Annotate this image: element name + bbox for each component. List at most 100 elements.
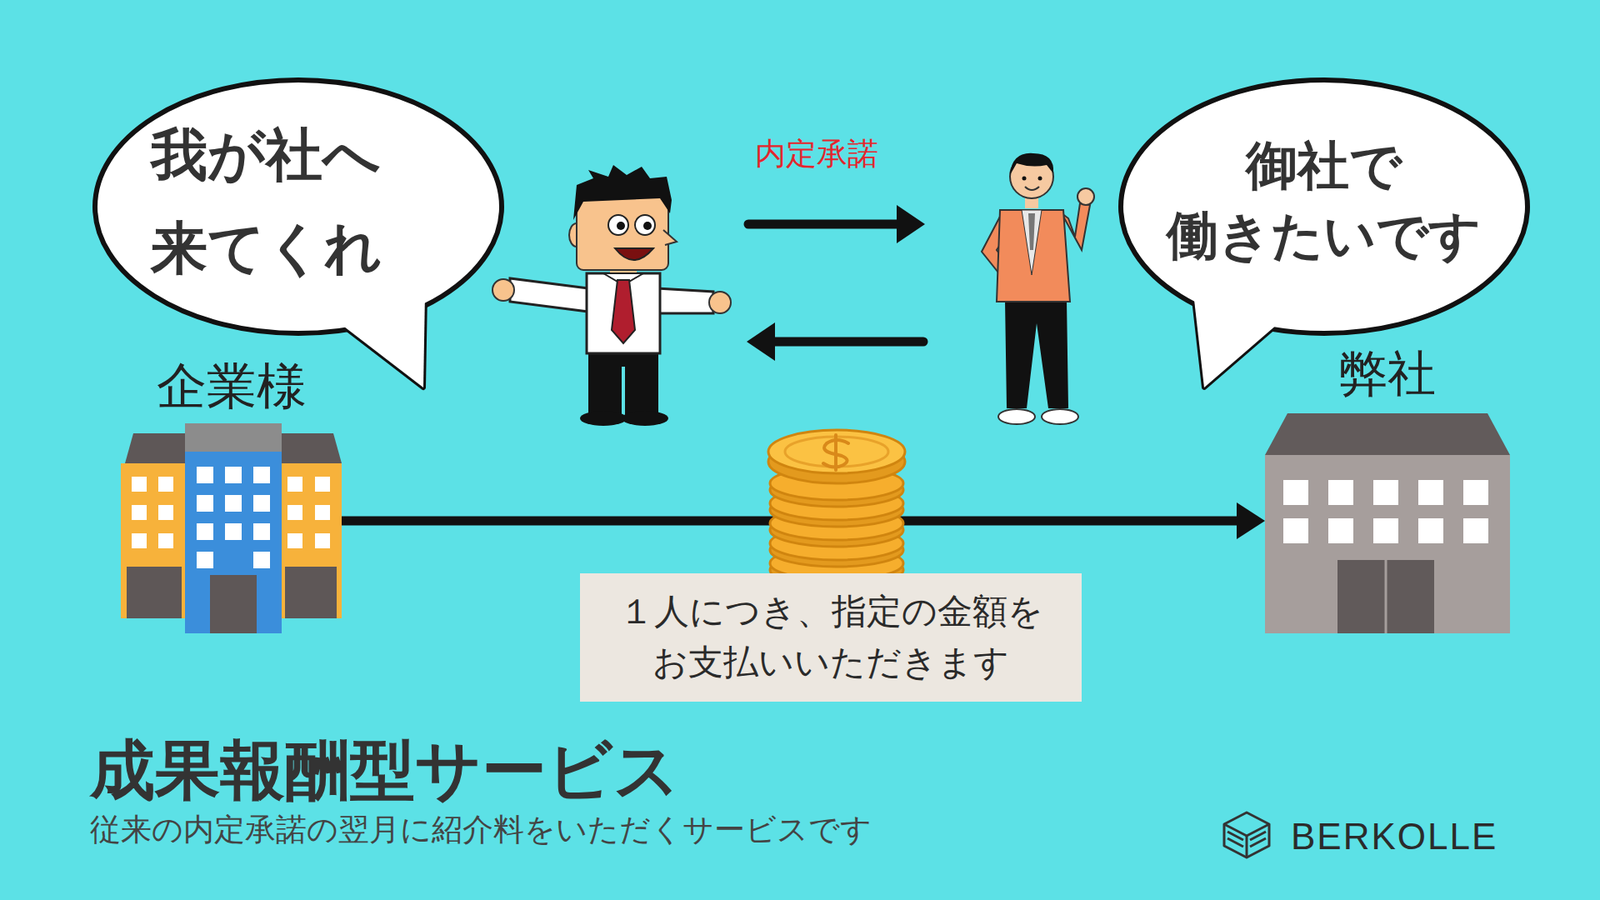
manager-figure-part xyxy=(576,196,669,270)
company-building-part xyxy=(225,495,242,512)
company-building-part xyxy=(253,466,270,484)
speech-bubble: 我が社へ 来てくれ xyxy=(91,76,505,337)
company-building-part xyxy=(196,466,214,484)
manager-figure-part xyxy=(492,279,515,301)
company-building-part xyxy=(125,433,188,464)
our-building-part xyxy=(1283,480,1309,505)
our-building-part xyxy=(1385,560,1388,634)
candidate-figure-part xyxy=(1038,176,1043,181)
manager-figure-part xyxy=(663,230,677,245)
diagram-caption: 従来の内定承諾の翌月に紹介料をいただくサービスです xyxy=(90,811,872,849)
our-building-part xyxy=(1337,560,1435,634)
company-building-part xyxy=(131,505,147,520)
company-building-part xyxy=(315,476,330,492)
manager-figure-part xyxy=(616,221,625,230)
manager-figure-part xyxy=(643,221,652,230)
company-building-part xyxy=(225,466,242,484)
company-building-part xyxy=(158,533,174,549)
heading-text: 弊社 xyxy=(1265,346,1510,403)
company-building-part xyxy=(287,505,303,520)
company-building-part xyxy=(279,433,342,464)
company-building-part xyxy=(185,423,282,452)
offer-arrows-part xyxy=(896,205,925,244)
bubble-body xyxy=(1120,80,1528,334)
bubble-outline xyxy=(91,76,505,337)
company-building-part xyxy=(185,451,282,634)
our-building-part xyxy=(1463,518,1489,544)
manager-figure-part xyxy=(635,215,655,235)
heading-text: 企業様 xyxy=(120,358,342,416)
our-building-part xyxy=(1328,518,1354,544)
manager-figure-part xyxy=(586,273,660,354)
manager-figure-part xyxy=(621,366,625,415)
candidate-figure xyxy=(981,153,1095,425)
manager-figure-part xyxy=(608,215,629,235)
company-building-part xyxy=(158,505,174,520)
box-text: １人につき、指定の金額を お支払いいただきます xyxy=(596,586,1065,689)
our-building-part xyxy=(1328,480,1354,505)
company-building-part xyxy=(158,476,174,492)
our-building-part xyxy=(1373,480,1399,505)
company-building-part xyxy=(120,463,188,619)
company-building-part xyxy=(285,566,337,619)
candidate-figure-part xyxy=(1077,188,1095,205)
candidate-figure-part xyxy=(1005,300,1069,409)
logo-icon-part xyxy=(1227,838,1244,847)
manager-figure-part xyxy=(573,165,672,220)
company-building-part xyxy=(315,505,330,520)
diagram-title: 成果報酬型サービス xyxy=(90,735,680,807)
info-box: １人につき、指定の金額を お支払いいただきます xyxy=(580,573,1082,702)
our-building-part xyxy=(1373,518,1399,544)
arrow-label: 内定承諾 xyxy=(755,135,879,173)
speech-bubble: 御社で 働きたいです xyxy=(1117,76,1531,337)
offer-arrows-part xyxy=(746,322,775,361)
company-building-part xyxy=(253,523,270,540)
company-building-part xyxy=(126,566,182,619)
bubble-body xyxy=(95,80,502,334)
candidate-figure-part xyxy=(1022,176,1027,181)
company-building-part xyxy=(225,523,242,540)
our-building xyxy=(1265,413,1510,634)
our-building-part xyxy=(1265,455,1510,634)
manager-figure-part xyxy=(580,410,627,426)
company-building-part xyxy=(196,495,214,512)
manager-figure xyxy=(492,165,731,426)
coin-stack-part xyxy=(834,435,838,470)
offer-arrows xyxy=(746,205,925,361)
company-building-part xyxy=(196,551,214,569)
manager-figure-part xyxy=(611,280,635,344)
manager-figure-part xyxy=(656,288,714,314)
manager-figure-part xyxy=(709,291,731,314)
manager-figure-part xyxy=(588,348,659,415)
bubble-tail-fill xyxy=(1192,285,1285,388)
logo-wordmark: BERKOLLE xyxy=(1290,815,1498,860)
company-building xyxy=(120,423,342,634)
company-node: 企業様 xyxy=(120,358,342,634)
company-building-part xyxy=(279,463,342,619)
candidate-figure-part xyxy=(1025,186,1040,190)
manager-figure-part xyxy=(615,248,654,260)
company-building-part xyxy=(131,533,147,549)
company-building-part xyxy=(210,575,257,634)
candidate-figure-part xyxy=(1028,213,1035,250)
company-building-part xyxy=(196,523,214,540)
our-building-part xyxy=(1418,480,1444,505)
bubble-text: 我が社へ 来てくれ xyxy=(150,108,401,295)
offer-arrows-part xyxy=(748,220,902,230)
candidate-figure-part xyxy=(996,210,1070,302)
bubble-tail-fill xyxy=(333,293,425,388)
bubble-text: 御社で 働きたいです xyxy=(1148,130,1499,270)
company-building-part xyxy=(253,551,270,569)
company-building-part xyxy=(253,495,270,512)
company-building-part xyxy=(287,476,303,492)
manager-figure-part xyxy=(510,278,589,312)
arrow-head xyxy=(1236,502,1265,540)
coin-stack xyxy=(768,430,905,587)
coin-stack-part xyxy=(768,430,905,474)
candidate-figure-part xyxy=(1021,210,1042,275)
logo-icon xyxy=(1224,812,1270,858)
our-building-part xyxy=(1463,480,1489,505)
candidate-figure-part xyxy=(1010,153,1054,175)
candidate-figure-part xyxy=(1041,409,1079,425)
